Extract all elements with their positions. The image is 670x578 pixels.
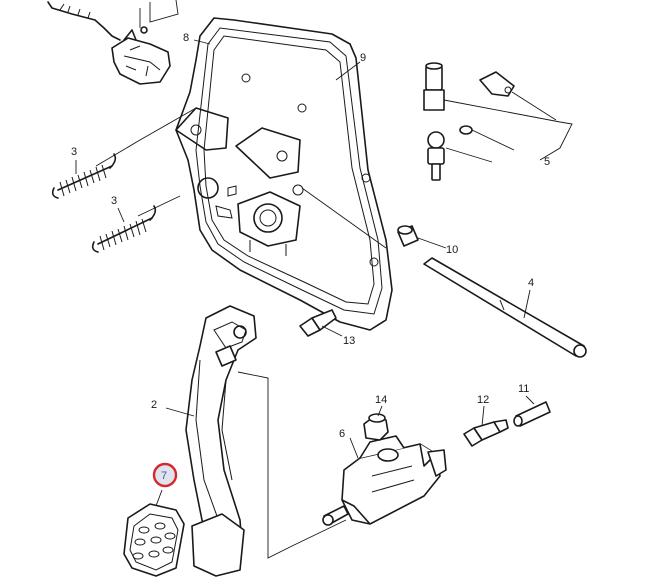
callout-7-highlight-ring[interactable]: [152, 462, 178, 488]
hose-union[interactable]: [463, 419, 509, 447]
callout-13[interactable]: 13: [343, 335, 355, 347]
callout-7[interactable]: 7: [161, 470, 167, 482]
pivot-shaft[interactable]: [423, 257, 587, 358]
clevis-pin-kit[interactable]: [423, 62, 573, 181]
callout-10[interactable]: 10: [446, 244, 458, 256]
reservoir-cap[interactable]: [363, 413, 389, 441]
clutch-pedal-lever[interactable]: [185, 305, 257, 577]
callout-8[interactable]: 8: [183, 32, 189, 44]
callout-2[interactable]: 2: [151, 399, 157, 411]
cable-switch-assembly[interactable]: [47, 0, 179, 85]
callout-5[interactable]: 5: [544, 156, 550, 168]
pedal-box-housing[interactable]: [175, 17, 393, 331]
master-cylinder[interactable]: [322, 435, 447, 526]
callout-6[interactable]: 6: [339, 428, 345, 440]
leader-lines: [75, 39, 535, 559]
return-spring-lower[interactable]: [91, 205, 157, 253]
callout-4[interactable]: 4: [528, 277, 534, 289]
callout-11[interactable]: 11: [518, 383, 529, 395]
fluid-hose[interactable]: [513, 401, 551, 427]
callouts: 8 9 3 3 5 10 4 13 2 14 12 11 6 7: [71, 32, 550, 488]
mounting-bolt[interactable]: [299, 309, 337, 337]
callout-12[interactable]: 12: [477, 394, 489, 406]
pivot-bush[interactable]: [397, 225, 419, 247]
callout-3-lower[interactable]: 3: [111, 195, 117, 207]
pedal-pad[interactable]: [123, 503, 185, 577]
callout-9[interactable]: 9: [360, 52, 366, 64]
callout-3-upper[interactable]: 3: [71, 146, 77, 158]
callout-14[interactable]: 14: [375, 394, 387, 406]
